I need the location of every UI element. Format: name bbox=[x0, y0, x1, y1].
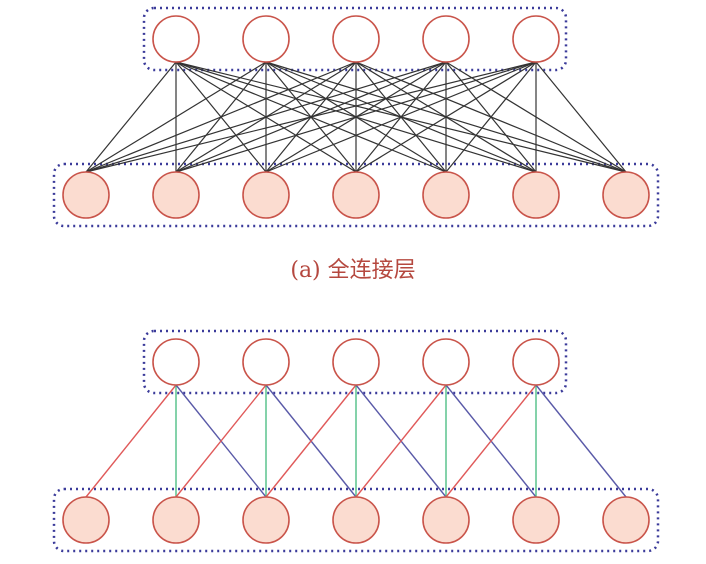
edge-left-out1-in1 bbox=[85, 384, 177, 498]
output-node-1 bbox=[152, 338, 200, 386]
edge-out3-in1 bbox=[85, 61, 357, 173]
input-node-1 bbox=[62, 171, 110, 219]
output-node-3 bbox=[332, 15, 380, 63]
output-node-5 bbox=[512, 15, 560, 63]
input-node-6 bbox=[512, 496, 560, 544]
output-layer-group bbox=[142, 6, 568, 72]
local-edges bbox=[85, 384, 627, 498]
edge-out5-in3 bbox=[265, 61, 537, 173]
edge-left-out3-in3 bbox=[265, 384, 357, 498]
edge-left-out5-in5 bbox=[445, 384, 537, 498]
input-node-7 bbox=[602, 171, 650, 219]
fc-edges bbox=[85, 61, 627, 173]
input-node-3 bbox=[242, 171, 290, 219]
output-node-4 bbox=[422, 338, 470, 386]
output-layer-group-b bbox=[142, 329, 568, 395]
edge-right-out5-in7 bbox=[535, 384, 627, 498]
edge-out5-in7 bbox=[535, 61, 627, 173]
input-node-5 bbox=[422, 496, 470, 544]
edge-out1-in1 bbox=[85, 61, 177, 173]
locally-connected-diagram bbox=[52, 329, 660, 553]
input-node-1 bbox=[62, 496, 110, 544]
input-node-6 bbox=[512, 171, 560, 219]
output-nodes bbox=[152, 15, 560, 63]
edge-left-out4-in4 bbox=[355, 384, 447, 498]
edge-out4-in1 bbox=[85, 61, 447, 173]
edge-out2-in1 bbox=[85, 61, 267, 173]
output-node-5 bbox=[512, 338, 560, 386]
input-node-4 bbox=[332, 496, 380, 544]
input-nodes-b bbox=[62, 496, 650, 544]
edge-left-out2-in2 bbox=[175, 384, 267, 498]
edge-out5-in4 bbox=[355, 61, 537, 173]
input-layer-group-b bbox=[52, 487, 660, 553]
output-nodes-b bbox=[152, 338, 560, 386]
input-node-2 bbox=[152, 496, 200, 544]
fully-connected-diagram bbox=[52, 6, 660, 228]
input-node-7 bbox=[602, 496, 650, 544]
caption-fully-connected: (a) 全连接层 bbox=[290, 258, 416, 283]
input-node-4 bbox=[332, 171, 380, 219]
output-node-3 bbox=[332, 338, 380, 386]
output-node-1 bbox=[152, 15, 200, 63]
output-node-2 bbox=[242, 338, 290, 386]
output-node-2 bbox=[242, 15, 290, 63]
input-node-3 bbox=[242, 496, 290, 544]
input-node-2 bbox=[152, 171, 200, 219]
input-layer-group bbox=[52, 162, 660, 228]
input-node-5 bbox=[422, 171, 470, 219]
edge-out5-in2 bbox=[175, 61, 537, 173]
output-node-4 bbox=[422, 15, 470, 63]
input-nodes bbox=[62, 171, 650, 219]
edge-out5-in5 bbox=[445, 61, 537, 173]
edge-out5-in1 bbox=[85, 61, 537, 173]
